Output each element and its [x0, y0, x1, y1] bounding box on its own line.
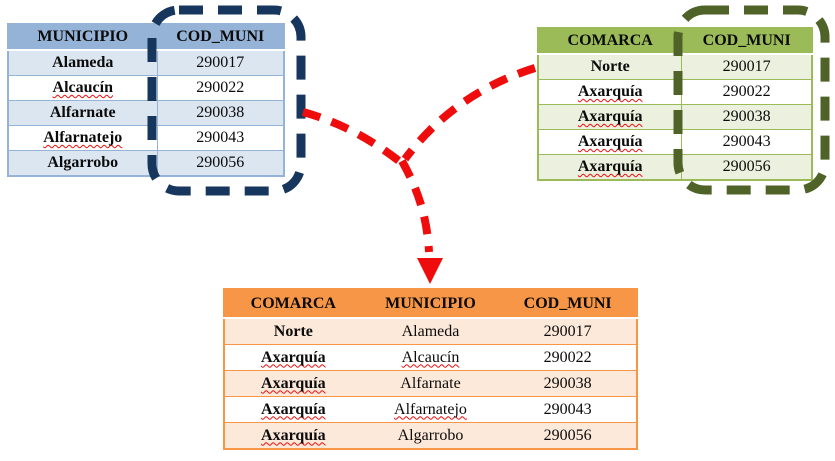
table-cell: 290056	[156, 150, 284, 176]
table-cell: 290043	[681, 129, 812, 155]
table-cell: 290017	[681, 53, 812, 80]
table-cell: Alcaucín	[8, 75, 158, 101]
table-cell: 290022	[499, 344, 637, 371]
table-cell: Norte	[538, 53, 682, 80]
table-cell: Axarquía	[224, 396, 362, 423]
join-arrow-stem	[398, 159, 433, 253]
join-arrow-from-comarca	[401, 64, 537, 162]
join-arrow-from-municipio	[301, 108, 402, 165]
table-cell: Alfarnatejo	[8, 125, 158, 151]
table-cell: Axarquía	[538, 129, 682, 155]
table-cell: 290022	[156, 75, 284, 101]
table-cell: 290017	[499, 317, 637, 345]
table-cell: Axarquía	[224, 344, 362, 371]
table-cell: Algarrobo	[8, 150, 158, 176]
table-cell: Axarquía	[538, 104, 682, 130]
table-cell: Alfarnate	[361, 370, 500, 397]
column-header: COD_MUNI	[681, 28, 812, 55]
column-header: COMARCA	[538, 28, 682, 55]
table-cell: 290038	[681, 104, 812, 130]
column-header: MUNICIPIO	[361, 289, 500, 319]
table-cell: Alcaucín	[361, 344, 500, 371]
table-cell: Alfarnatejo	[361, 396, 500, 423]
table-cell: Alfarnate	[8, 100, 158, 126]
column-header: COD_MUNI	[156, 24, 284, 51]
table-cell: Algarrobo	[361, 422, 500, 449]
table-cell: 290017	[156, 49, 284, 76]
table-cell: 290043	[499, 396, 637, 423]
column-header: COD_MUNI	[499, 289, 637, 319]
table-cell: 290056	[499, 422, 637, 449]
table-cell: Alameda	[8, 49, 158, 76]
table-cell: Axarquía	[224, 422, 362, 449]
column-header: MUNICIPIO	[8, 24, 158, 51]
table-cell: 290043	[156, 125, 284, 151]
table-cell: Alameda	[361, 317, 500, 345]
table-cell: Axarquía	[538, 154, 682, 180]
table-cell: 290022	[681, 79, 812, 105]
table-cell: 290038	[156, 100, 284, 126]
join-arrow-head-icon	[417, 258, 443, 284]
table-cell: Norte	[224, 317, 362, 345]
column-header: COMARCA	[224, 289, 362, 319]
table-cell: Axarquía	[224, 370, 362, 397]
table-cell: 290056	[681, 154, 812, 180]
table-cell: 290038	[499, 370, 637, 397]
table-cell: Axarquía	[538, 79, 682, 105]
